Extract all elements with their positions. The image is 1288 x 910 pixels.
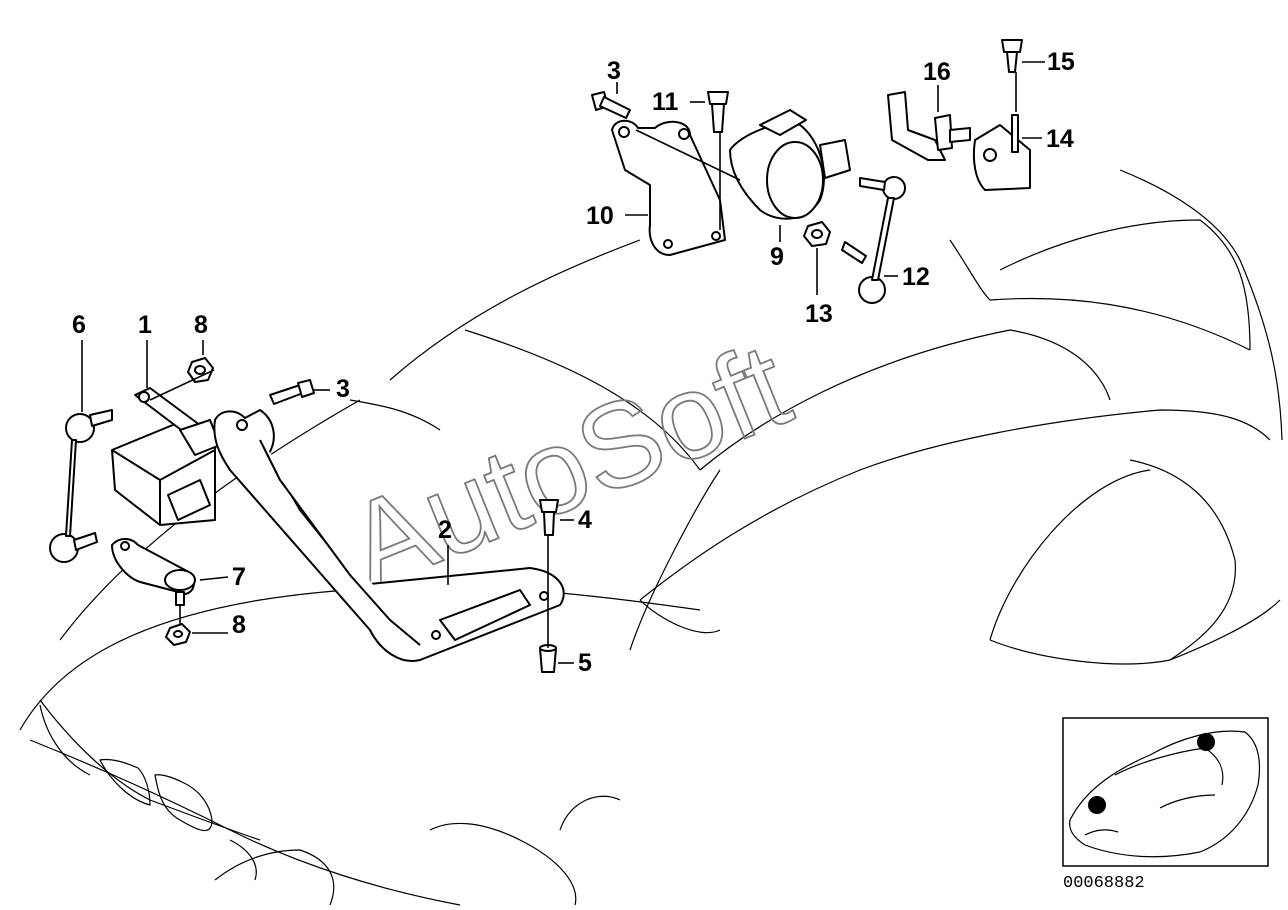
callout-1: 1 bbox=[138, 311, 152, 339]
callout-12: 12 bbox=[902, 263, 930, 291]
inset-locator bbox=[1062, 717, 1269, 867]
car-outline bbox=[19, 169, 1283, 906]
hex-bolt-11 bbox=[707, 91, 729, 133]
hex-nut-upper bbox=[187, 357, 214, 383]
callout-3-top: 3 bbox=[607, 57, 621, 85]
hex-bolt-left bbox=[269, 379, 315, 405]
leader-lines bbox=[81, 61, 1045, 664]
expanding-nut bbox=[539, 644, 557, 673]
screw-4 bbox=[539, 499, 559, 536]
locator-dot-front bbox=[1088, 796, 1106, 814]
hex-nut-lower bbox=[165, 623, 191, 646]
callout-5: 5 bbox=[578, 649, 592, 677]
callout-6: 6 bbox=[72, 311, 86, 339]
bracket-16 bbox=[887, 91, 971, 161]
callout-2: 2 bbox=[438, 516, 452, 544]
height-sensor-front bbox=[111, 387, 221, 526]
callout-8-lower: 8 bbox=[232, 611, 246, 639]
coupling-rod-right bbox=[841, 176, 906, 304]
callout-10: 10 bbox=[586, 202, 614, 230]
hex-bolt-top bbox=[591, 91, 631, 119]
callout-8-upper: 8 bbox=[194, 311, 208, 339]
hex-nut-13 bbox=[803, 221, 831, 247]
bracket-front bbox=[213, 409, 565, 662]
locator-dot-rear bbox=[1197, 733, 1215, 751]
callout-3-left: 3 bbox=[336, 375, 350, 403]
clip-14 bbox=[972, 114, 1031, 191]
callout-15: 15 bbox=[1047, 48, 1075, 76]
lever bbox=[111, 538, 196, 606]
diagram-reference-number: 00068882 bbox=[1063, 874, 1145, 893]
callout-4: 4 bbox=[578, 506, 592, 534]
height-sensor-rear bbox=[729, 109, 851, 220]
callout-16: 16 bbox=[923, 58, 951, 86]
callout-13: 13 bbox=[805, 300, 833, 328]
callout-11: 11 bbox=[652, 88, 679, 116]
callouts: 1 6 8 3 2 4 5 7 8 3 11 10 9 13 12 16 15 … bbox=[72, 48, 1075, 677]
callout-9: 9 bbox=[770, 243, 784, 271]
callout-7: 7 bbox=[232, 563, 246, 591]
bracket-rear bbox=[611, 119, 726, 256]
watermark: AutoSoft bbox=[330, 317, 807, 614]
callout-14: 14 bbox=[1046, 125, 1074, 153]
hex-bolt-15 bbox=[1001, 39, 1023, 73]
coupling-rod-left bbox=[49, 409, 113, 563]
